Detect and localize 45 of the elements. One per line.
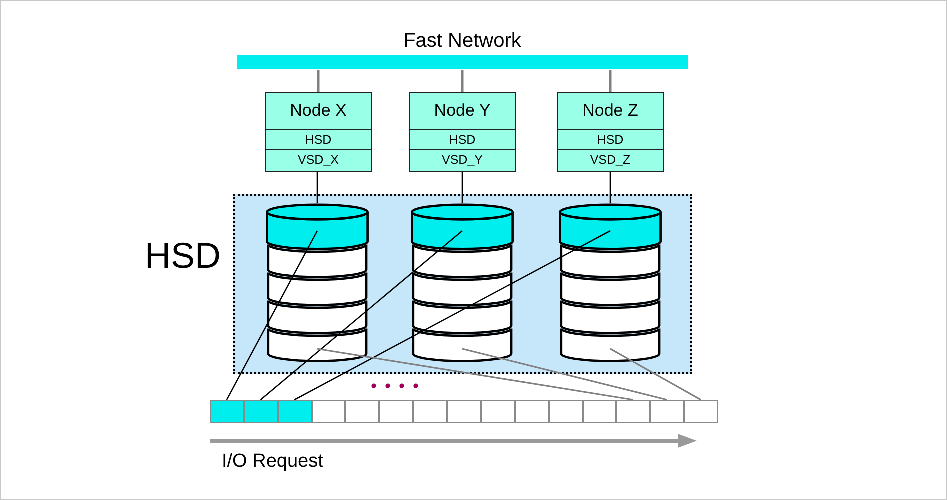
disk-segment xyxy=(263,203,372,251)
node-row: HSD xyxy=(558,129,663,149)
node-title: Node Y xyxy=(433,100,492,122)
cell xyxy=(312,400,346,423)
node-row: VSD_Y xyxy=(410,149,515,170)
node-title: Node Z xyxy=(582,100,640,122)
cell xyxy=(684,400,718,423)
leader-line xyxy=(317,348,634,401)
connector-line xyxy=(609,70,612,92)
node-row: HSD xyxy=(410,129,515,149)
node-title: Node X xyxy=(289,100,348,122)
node-row: VSD_Z xyxy=(558,149,663,170)
group-label: HSD xyxy=(144,234,222,278)
disk-segment xyxy=(556,203,665,251)
cell xyxy=(413,400,448,423)
node-box xyxy=(557,92,664,172)
leader-line xyxy=(462,348,668,401)
disk-segment xyxy=(408,203,517,251)
cell xyxy=(447,400,481,423)
connector-line xyxy=(316,172,318,203)
cell xyxy=(616,400,650,423)
cell xyxy=(480,400,515,423)
connector-line xyxy=(462,172,464,203)
cell xyxy=(278,400,312,423)
cell xyxy=(345,400,380,423)
connector-line xyxy=(317,70,320,92)
leader-line xyxy=(260,230,463,400)
leader-line xyxy=(294,230,611,401)
cell xyxy=(514,400,549,423)
label-text: I/O Request xyxy=(222,450,324,474)
connector-line xyxy=(461,70,464,92)
leader-line xyxy=(610,348,702,401)
leader-line xyxy=(226,230,318,400)
cell xyxy=(548,400,583,423)
cell xyxy=(210,400,244,423)
cell xyxy=(650,400,684,423)
cell xyxy=(582,400,616,423)
cell xyxy=(244,400,278,423)
network-label: Fast Network xyxy=(402,29,522,54)
connector-line xyxy=(610,172,612,203)
node-row: VSD_X xyxy=(266,149,371,170)
cell xyxy=(379,400,414,423)
node-box xyxy=(409,92,516,172)
node-box xyxy=(265,92,372,172)
node-row: HSD xyxy=(266,129,371,149)
